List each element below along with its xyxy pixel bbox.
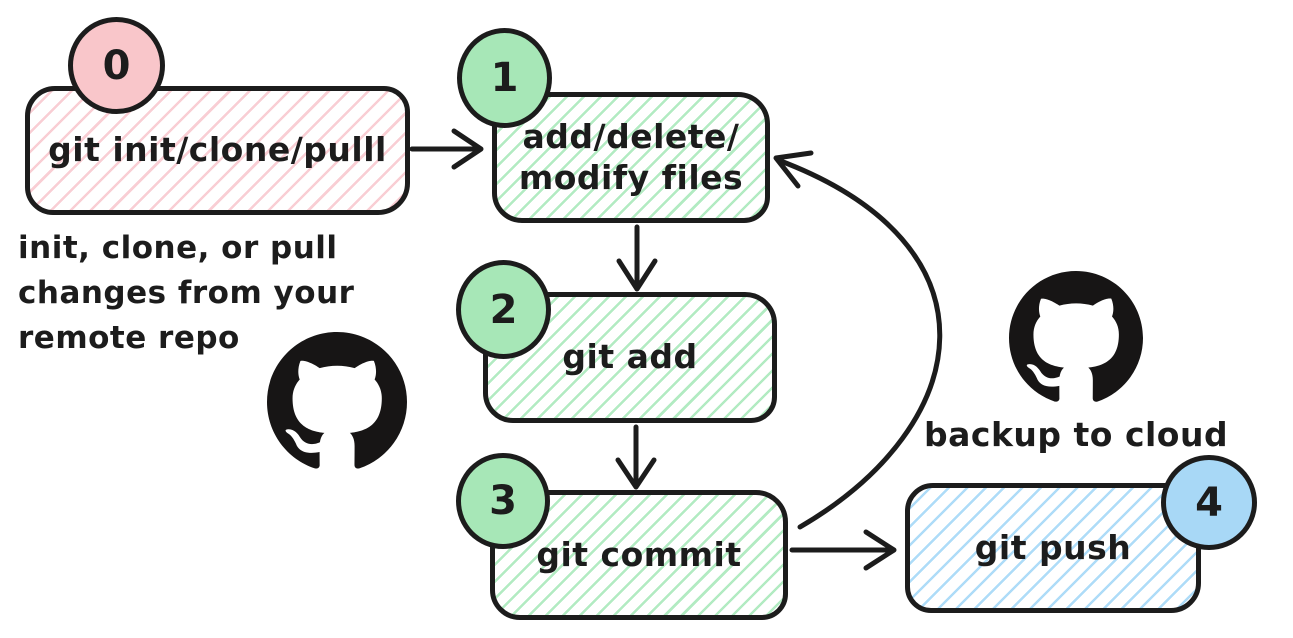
arrow-init-to-modify bbox=[409, 128, 484, 170]
annotation-backup-to-cloud: backup to cloud bbox=[924, 412, 1228, 457]
step-badge-1: 1 bbox=[457, 28, 552, 128]
node-git-init-label: git init/clone/pulll bbox=[48, 130, 387, 170]
node-git-commit: git commit bbox=[490, 490, 788, 620]
node-git-init-clone-pull: git init/clone/pulll bbox=[25, 86, 410, 215]
annotation-remote-line1: init, clone, or pull bbox=[18, 230, 338, 266]
node-modify-label-line1: add/delete/ bbox=[522, 117, 740, 157]
node-git-commit-label: git commit bbox=[536, 534, 742, 574]
annotation-backup-text: backup to cloud bbox=[924, 415, 1229, 454]
arrow-commit-to-push bbox=[789, 529, 897, 571]
arrow-add-to-commit bbox=[615, 424, 657, 490]
step-badge-2-number: 2 bbox=[489, 286, 518, 333]
node-add-delete-modify-files: add/delete/ modify files bbox=[492, 92, 770, 223]
step-badge-2: 2 bbox=[456, 260, 551, 359]
step-badge-1-number: 1 bbox=[490, 55, 519, 101]
github-octocat-icon bbox=[267, 332, 407, 472]
step-badge-4: 4 bbox=[1161, 455, 1257, 550]
step-badge-4-number: 4 bbox=[1195, 479, 1223, 526]
step-badge-3-number: 3 bbox=[489, 478, 517, 524]
arrow-modify-to-add bbox=[616, 224, 658, 292]
step-badge-0: 0 bbox=[68, 17, 165, 114]
node-git-push: git push bbox=[905, 483, 1201, 613]
annotation-remote-line2: changes from your bbox=[18, 275, 355, 311]
node-modify-label-line2: modify files bbox=[518, 157, 744, 197]
step-badge-0-number: 0 bbox=[102, 42, 131, 89]
step-badge-3: 3 bbox=[456, 453, 550, 549]
github-octocat-icon bbox=[1009, 271, 1143, 405]
node-git-push-label: git push bbox=[974, 527, 1132, 567]
node-git-add-label: git add bbox=[562, 337, 698, 377]
annotation-remote-line3: remote repo bbox=[18, 320, 240, 356]
annotation-remote-repo: init, clone, or pull changes from your r… bbox=[18, 226, 354, 361]
arrow-commit-to-modify bbox=[773, 150, 943, 530]
